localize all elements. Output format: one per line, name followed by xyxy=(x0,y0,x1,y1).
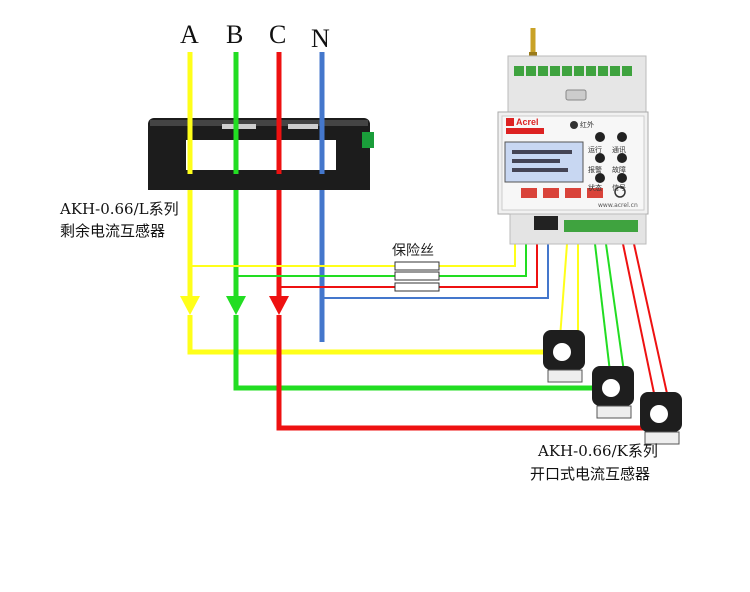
split-ct-caption-line2: 开口式电流互感器 xyxy=(530,465,651,483)
split-ct-b xyxy=(592,366,634,419)
residual-ct-front xyxy=(148,174,370,190)
fuse-a xyxy=(394,261,440,271)
ct-secondary-wires xyxy=(559,243,669,399)
phase-c-arrow xyxy=(269,296,289,315)
device-key-4: 故障 xyxy=(612,166,626,174)
split-ct-c xyxy=(640,392,682,445)
phase-conductors xyxy=(180,52,325,342)
fuses xyxy=(394,261,440,292)
device-key-6: 信号 xyxy=(612,184,626,192)
fuse-label: 保险丝 xyxy=(392,243,434,259)
monitoring-device xyxy=(497,28,649,245)
current-wire-c xyxy=(276,315,645,431)
device-key-1: 运行 xyxy=(588,146,602,154)
phase-a-label: A xyxy=(180,20,199,49)
voltage-wire-n xyxy=(322,244,549,299)
device-ir-label: 红外 xyxy=(580,121,594,129)
voltage-sampling-wires xyxy=(190,244,549,299)
device-website: www.acrel.cn xyxy=(598,202,638,209)
front-keys xyxy=(521,188,603,198)
fuse-c xyxy=(394,282,440,292)
device-key-3: 报警 xyxy=(588,166,602,174)
wifi-icon xyxy=(614,186,626,198)
device-key-5: 状态 xyxy=(588,184,602,192)
top-terminals xyxy=(514,66,632,76)
split-ct-a xyxy=(543,330,585,383)
current-wire-a xyxy=(187,315,548,355)
current-wires xyxy=(187,315,645,431)
phase-a-arrow xyxy=(180,296,200,315)
residual-ct-caption-line2: 剩余电流互感器 xyxy=(60,222,166,240)
phase-b-label: B xyxy=(226,20,244,49)
phase-c-label: C xyxy=(269,20,287,49)
fuse-b xyxy=(394,271,440,281)
split-ct-caption-line1: AKH-0.66/K系列 xyxy=(538,442,658,460)
residual-current-transformer xyxy=(148,118,374,190)
device-key-2: 通讯 xyxy=(612,146,626,154)
device-brand: Acrel xyxy=(516,117,539,127)
neutral-label: N xyxy=(311,24,330,53)
phase-b-arrow xyxy=(226,296,246,315)
current-wire-b xyxy=(233,315,595,391)
residual-ct-caption-line1: AKH-0.66/L系列 xyxy=(60,200,179,218)
indicator-buttons xyxy=(595,132,627,183)
